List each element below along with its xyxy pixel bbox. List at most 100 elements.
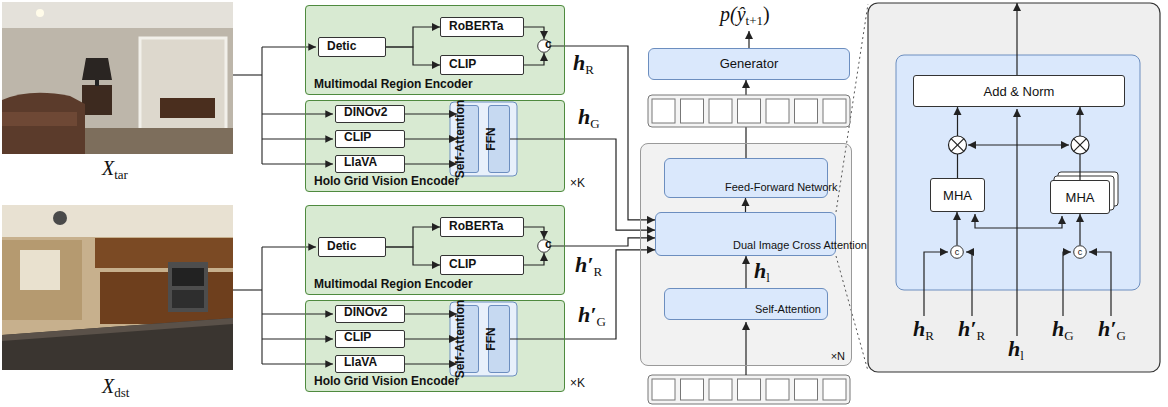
node-label: FFN xyxy=(484,127,514,150)
math-label: h xyxy=(913,316,925,341)
node-label: RoBERTa xyxy=(449,219,503,233)
node-label: CLIP xyxy=(449,57,476,71)
multiply-symbol xyxy=(949,136,967,154)
destination-photo xyxy=(2,205,233,370)
concat-circle: c xyxy=(950,245,964,259)
encoder-panel-fill xyxy=(305,100,565,192)
node-label: LlaVA xyxy=(344,155,377,169)
token-row xyxy=(652,99,675,123)
subscript: l xyxy=(766,270,770,285)
token-row xyxy=(795,379,818,400)
connector-arrow xyxy=(956,212,957,245)
flow-arrow xyxy=(966,252,972,316)
token-row xyxy=(681,379,704,400)
image-wire xyxy=(261,47,262,164)
token-row xyxy=(709,99,732,123)
circle-outline xyxy=(951,246,964,259)
module-box: CLIP xyxy=(440,55,524,75)
layer-box: FFN xyxy=(488,305,510,373)
encoder-panel: DINOv2CLIPLlaVASelf-AttentionFFNHolo Gri… xyxy=(305,300,565,392)
node-label: Detic xyxy=(327,39,356,53)
target-photo xyxy=(95,80,99,86)
connector-arrow xyxy=(510,139,655,230)
multiply-symbol xyxy=(951,139,964,152)
subscript: R xyxy=(976,328,985,343)
image-wire xyxy=(262,338,333,339)
flow-arrow xyxy=(924,252,948,316)
target-photo xyxy=(160,98,215,118)
multiply-symbol xyxy=(1074,139,1087,152)
multiply-symbol xyxy=(1071,136,1089,154)
node-label: Self-Attention xyxy=(453,300,483,379)
math-label: ) xyxy=(763,3,770,25)
math-symbol: h′R xyxy=(575,254,602,278)
image-wire xyxy=(262,363,333,364)
math-symbol: hR xyxy=(913,318,934,342)
math-symbol: hG xyxy=(578,106,600,130)
flow-arrow xyxy=(1089,252,1111,316)
flow-arrow xyxy=(1017,144,1069,145)
target-photo xyxy=(2,112,77,126)
connector-arrow xyxy=(405,138,457,139)
connector-arrow xyxy=(745,198,746,212)
connector-arrow xyxy=(524,253,544,265)
connector-arrow xyxy=(405,338,457,339)
process-box: Generator xyxy=(648,48,850,80)
math-symbol: hl xyxy=(1008,338,1024,362)
math-label: X xyxy=(102,375,114,397)
node-label: DINOv2 xyxy=(344,105,387,119)
image-wire xyxy=(233,289,262,290)
encoder-panel: DeticRoBERTaCLIPcMultimodal Region Encod… xyxy=(305,205,565,295)
repeat-mark: ×N xyxy=(831,350,845,362)
math-label: h xyxy=(578,104,590,129)
image-wire xyxy=(262,138,333,139)
panel-title: Holo Grid Vision Encoder xyxy=(314,374,459,388)
process-box: Feed-Forward Network xyxy=(664,158,828,198)
destination-photo xyxy=(53,211,67,225)
module-box: RoBERTa xyxy=(440,217,524,237)
math-symbol: hR xyxy=(573,52,594,76)
subscript: R xyxy=(593,264,602,279)
math-label: p(ŷ xyxy=(720,3,746,25)
destination-photo xyxy=(168,262,208,312)
node-label: MHA xyxy=(943,188,972,203)
connector-arrow xyxy=(745,256,746,288)
token-row xyxy=(766,379,789,400)
flow-arrow xyxy=(1017,216,1062,228)
operation-box: MHA xyxy=(1050,180,1110,214)
node-label: CLIP xyxy=(344,330,371,344)
subscript: dst xyxy=(114,385,129,400)
flow-arrow xyxy=(748,31,749,48)
target-photo xyxy=(140,38,226,130)
encoder-panel-fill xyxy=(305,5,565,392)
node-label: RoBERTa xyxy=(449,19,503,33)
image-wire xyxy=(233,74,262,75)
module-box: DINOv2 xyxy=(335,305,405,323)
math-symbol: Xdst xyxy=(102,376,129,399)
node-label: Detic xyxy=(327,239,356,253)
token-row xyxy=(766,99,789,123)
flow-arrow xyxy=(968,144,1017,145)
math-symbol: h′G xyxy=(578,304,606,328)
math-label: h′ xyxy=(1098,316,1116,341)
token-row xyxy=(823,99,846,123)
module-box: Detic xyxy=(318,237,386,257)
image-wire xyxy=(262,246,316,247)
node-label: Feed-Forward Network xyxy=(725,181,821,194)
panel-title: Multimodal Region Encoder xyxy=(314,277,473,291)
subscript: G xyxy=(1064,328,1073,343)
destination-photo xyxy=(100,272,233,324)
module-box: DINOv2 xyxy=(335,105,405,123)
node-label: CLIP xyxy=(449,257,476,271)
detail-panel xyxy=(868,3,1160,372)
repeat-mark: ×K xyxy=(570,376,585,390)
decoder-block: Feed-Forward NetworkDual Image Cross Att… xyxy=(640,143,852,366)
connector-arrow xyxy=(405,363,457,364)
detail-panel xyxy=(896,55,1140,290)
flow-arrow xyxy=(975,214,1017,228)
encoder-panel-fill xyxy=(305,5,565,95)
connector-arrow xyxy=(405,113,457,114)
encoder-panel: DINOv2CLIPLlaVASelf-AttentionFFNHolo Gri… xyxy=(305,100,565,192)
flow-arrow xyxy=(745,322,746,375)
encoder-panel-fill xyxy=(305,205,565,295)
